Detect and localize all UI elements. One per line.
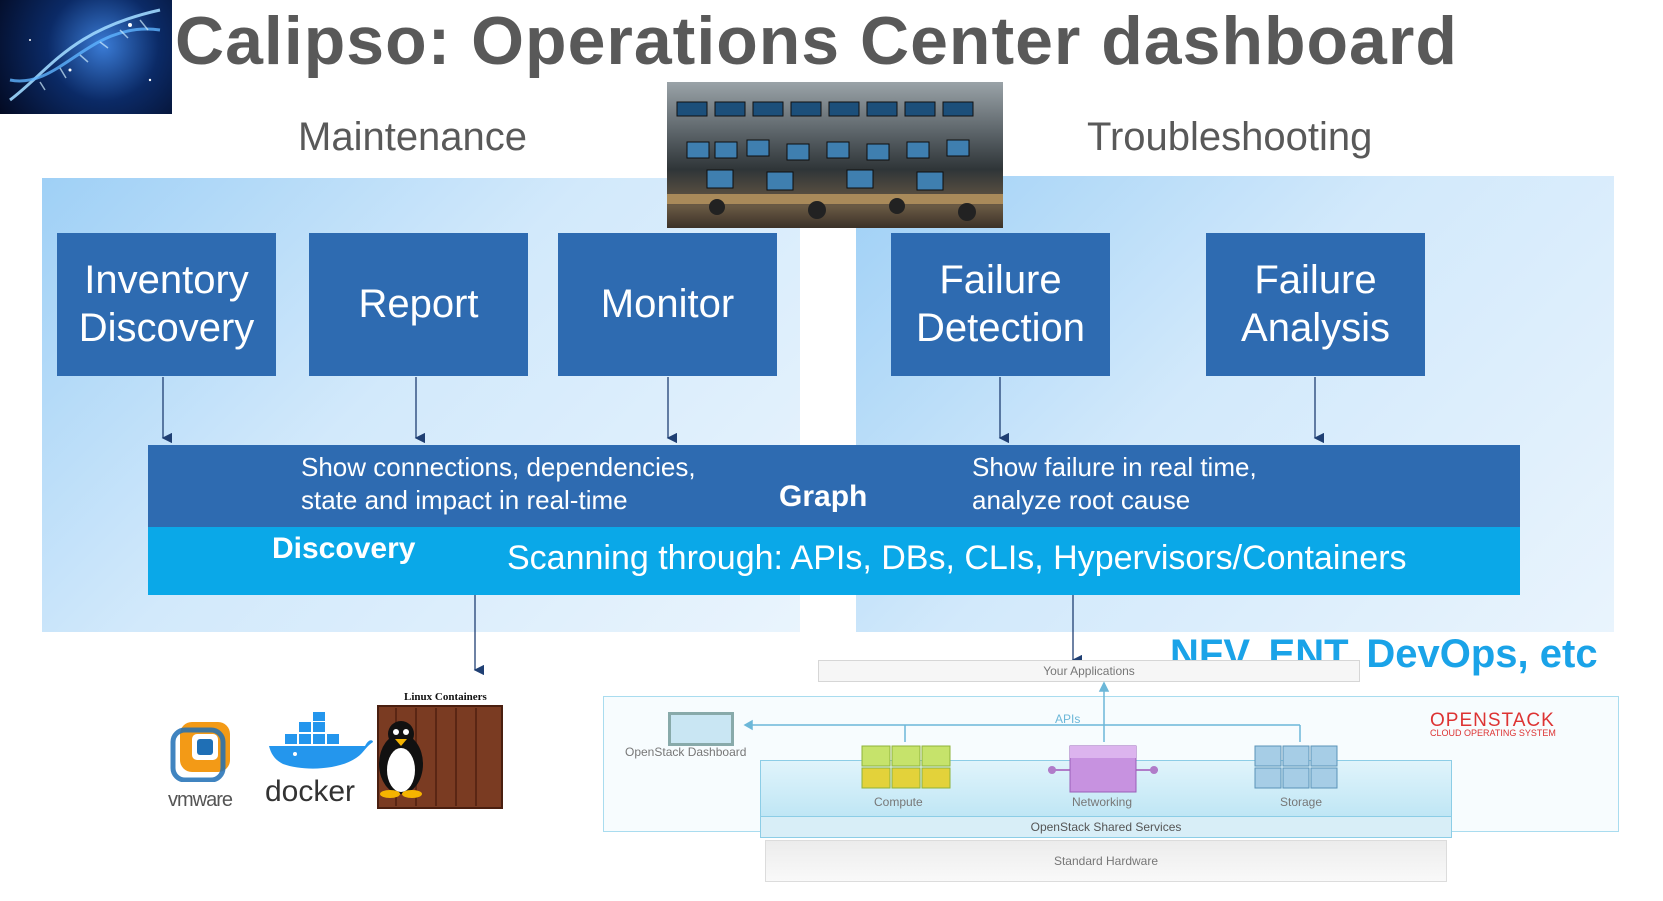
graph-bar: Show connections, dependencies, state an…: [148, 445, 1520, 527]
graph-label: Graph: [779, 480, 868, 513]
maintenance-label: Maintenance: [298, 115, 528, 159]
openstack-logo-sub: CLOUD OPERATING SYSTEM: [1430, 728, 1556, 738]
vmware-wordmark: vmware: [168, 789, 233, 811]
report-label: Report: [358, 281, 479, 326]
standard-hardware-bar: Standard Hardware: [765, 840, 1447, 882]
storage-label: Storage: [1280, 795, 1323, 809]
inventory-discovery-box: Inventory Discovery: [57, 233, 276, 376]
monitor-label: Monitor: [600, 281, 735, 326]
storage-blocks-icon: [1254, 745, 1338, 789]
graph-right-text: Show failure in real time, analyze root …: [972, 452, 1257, 515]
vmware-icon: [170, 722, 230, 783]
dashboard-screen-icon: [668, 712, 734, 746]
your-applications-label: Your Applications: [1043, 664, 1135, 678]
monitor-box: Monitor: [558, 233, 777, 376]
shared-services-bar: OpenStack Shared Services: [760, 816, 1452, 838]
linux-container-image: [376, 704, 504, 810]
failure-analysis-box: Failure Analysis: [1206, 233, 1425, 376]
networking-label: Networking: [1072, 795, 1133, 809]
linux-containers-caption: Linux Containers: [404, 691, 487, 703]
docker-logo: docker: [265, 712, 375, 808]
compute-cubes-icon: [861, 745, 951, 789]
failure-detection-label: Failure Detection: [916, 258, 1085, 350]
dna-helix-icon: [9, 8, 161, 102]
page-title: Calipso: Operations Center dashboard: [175, 3, 1458, 79]
shared-services-label: OpenStack Shared Services: [1030, 820, 1182, 834]
docker-whale-icon: [269, 712, 373, 769]
compute-label: Compute: [874, 795, 923, 809]
apis-label: APIs: [1055, 712, 1081, 726]
failure-analysis-label: Failure Analysis: [1241, 258, 1390, 350]
vmware-logo: vmware: [168, 720, 248, 811]
docker-wordmark: docker: [265, 775, 356, 808]
discovery-text: Scanning through: APIs, DBs, CLIs, Hyper…: [507, 539, 1407, 577]
inventory-discovery-label: Inventory Discovery: [78, 258, 255, 350]
networking-cube-icon: [1048, 745, 1158, 793]
standard-hardware-label: Standard Hardware: [1053, 854, 1159, 868]
dna-logo-image: [0, 0, 172, 114]
openstack-logo-title: OPENSTACK: [1430, 710, 1555, 731]
openstack-dashboard-label: OpenStack Dashboard: [625, 745, 747, 759]
failure-detection-box: Failure Detection: [891, 233, 1110, 376]
troubleshooting-label: Troubleshooting: [1087, 115, 1373, 159]
openstack-your-apps-bar: Your Applications: [818, 660, 1360, 682]
discovery-label: Discovery: [272, 532, 416, 565]
graph-left-text: Show connections, dependencies, state an…: [301, 452, 696, 515]
report-box: Report: [309, 233, 528, 376]
discovery-bar: Discovery Scanning through: APIs, DBs, C…: [148, 527, 1520, 595]
tux-penguin-icon: [379, 721, 423, 798]
operations-center-photo: [667, 82, 1003, 228]
